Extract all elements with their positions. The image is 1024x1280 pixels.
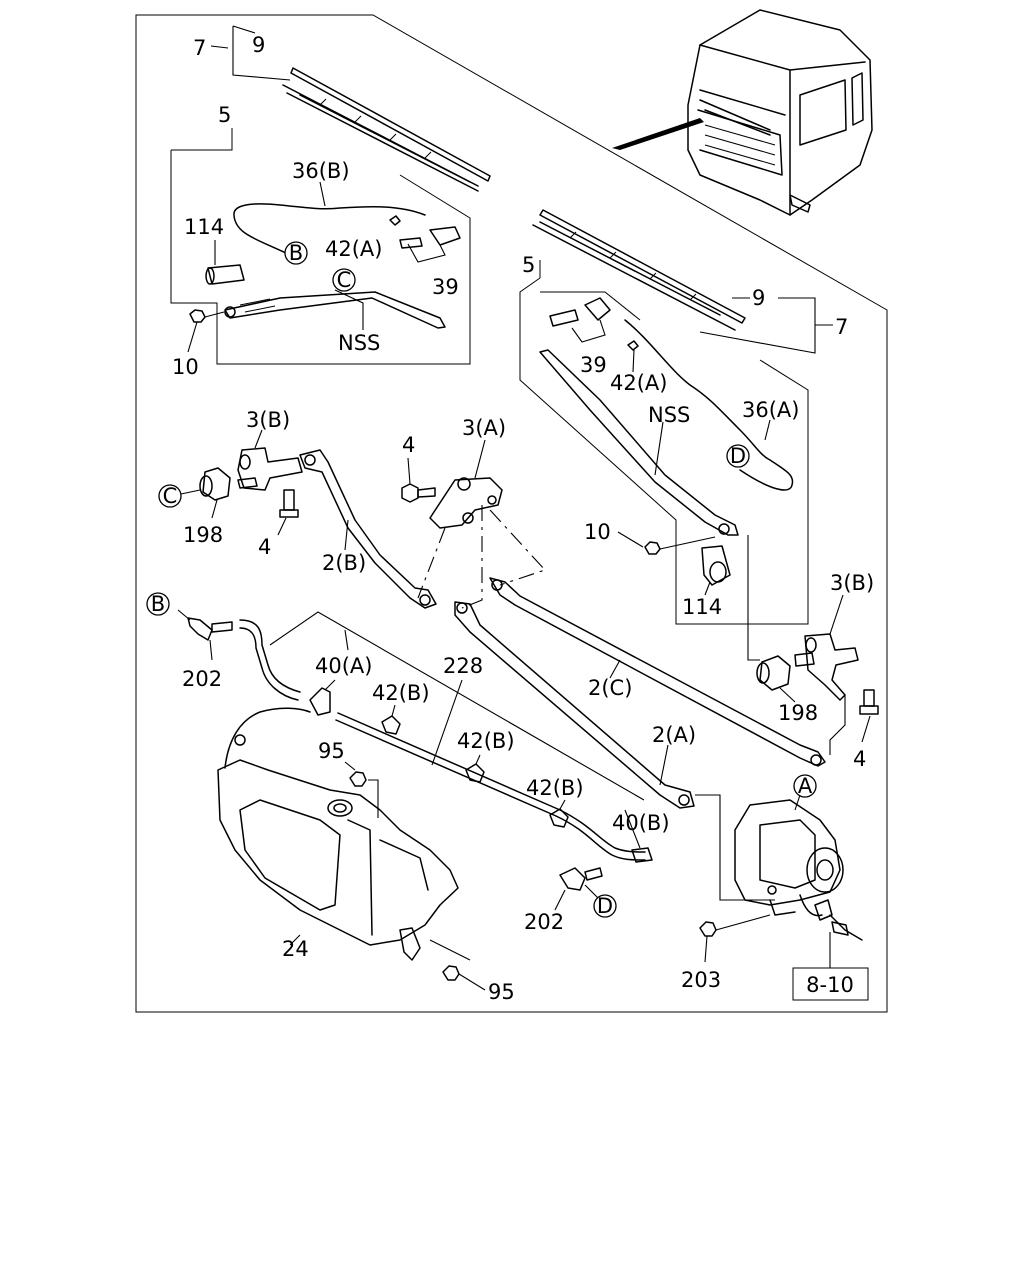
label-2a: 2(A) bbox=[652, 723, 696, 747]
wiper-arm-right bbox=[539, 349, 739, 536]
label-7-right: 7 bbox=[835, 315, 848, 339]
callout-c-lower: C bbox=[158, 484, 182, 508]
label-nss-left: NSS bbox=[338, 331, 380, 355]
washer-nozzle-right bbox=[549, 297, 611, 343]
svg-text:A: A bbox=[798, 774, 813, 798]
label-36b: 36(B) bbox=[292, 159, 350, 183]
label-42b-2: 42(B) bbox=[457, 729, 515, 753]
label-202-upper: 202 bbox=[182, 667, 222, 691]
hose-holder-a bbox=[309, 679, 336, 716]
label-203: 203 bbox=[681, 968, 721, 992]
label-3b-right: 3(B) bbox=[830, 571, 874, 595]
wiper-arm-left bbox=[224, 291, 446, 329]
label-198-right: 198 bbox=[778, 701, 818, 725]
label-10-left: 10 bbox=[172, 355, 199, 379]
label-95-upper: 95 bbox=[318, 739, 345, 763]
label-4-left: 4 bbox=[258, 535, 271, 559]
callout-c-upper: C bbox=[332, 268, 356, 292]
label-9-right: 9 bbox=[752, 286, 765, 310]
hose-joint-right bbox=[701, 545, 731, 596]
label-24: 24 bbox=[282, 937, 309, 961]
diagram-frame bbox=[135, 14, 888, 1013]
label-2c: 2(C) bbox=[588, 676, 632, 700]
label-42a-left: 42(A) bbox=[325, 237, 382, 261]
reference-page-label: 8-10 bbox=[806, 973, 854, 997]
callout-b-upper: B bbox=[284, 241, 308, 265]
label-4-top: 4 bbox=[402, 433, 415, 457]
callout-b-lower: B bbox=[146, 592, 170, 616]
label-7-left: 7 bbox=[193, 36, 206, 60]
label-2b: 2(B) bbox=[322, 551, 366, 575]
label-40a: 40(A) bbox=[315, 654, 372, 678]
wiper-motor bbox=[734, 794, 863, 941]
washer-hose-right bbox=[233, 203, 426, 256]
label-5-left: 5 bbox=[218, 103, 231, 127]
washer-hose-main bbox=[337, 712, 646, 853]
label-114-left: 114 bbox=[184, 215, 224, 239]
callout-d-upper: D bbox=[726, 444, 750, 468]
callout-d-lower: D bbox=[593, 894, 617, 918]
label-42a-right: 42(A) bbox=[610, 371, 667, 395]
label-228: 228 bbox=[443, 654, 483, 678]
svg-text:C: C bbox=[337, 268, 352, 292]
svg-text:B: B bbox=[289, 241, 303, 265]
label-42b-1: 42(B) bbox=[372, 681, 430, 705]
svg-text:B: B bbox=[151, 592, 165, 616]
washer-nozzle-left bbox=[399, 226, 461, 263]
bushing-left bbox=[199, 467, 231, 519]
label-114-right: 114 bbox=[682, 595, 722, 619]
svg-text:D: D bbox=[730, 444, 746, 468]
bolt-right bbox=[859, 689, 879, 743]
truck-cab-illustration bbox=[612, 9, 873, 216]
hose-joint-left bbox=[205, 240, 245, 285]
bolt-center bbox=[401, 457, 436, 503]
link-rod-a bbox=[454, 601, 695, 809]
bolt-left-lower bbox=[277, 489, 299, 536]
svg-text:D: D bbox=[597, 894, 613, 918]
svg-text:C: C bbox=[163, 484, 178, 508]
callout-a: A bbox=[793, 774, 817, 798]
label-3b-left: 3(B) bbox=[246, 408, 290, 432]
label-198-left: 198 bbox=[183, 523, 223, 547]
reference-box bbox=[792, 967, 869, 1001]
washer-tank bbox=[217, 707, 459, 961]
label-nss-right: NSS bbox=[648, 403, 690, 427]
wiper-blade-right bbox=[532, 209, 746, 331]
wiper-blade-left bbox=[282, 67, 491, 192]
link-rod-b bbox=[299, 449, 437, 609]
label-39-left: 39 bbox=[432, 275, 459, 299]
label-4-right: 4 bbox=[853, 747, 866, 771]
washer-hose-left bbox=[624, 319, 794, 491]
pivot-center bbox=[429, 439, 503, 529]
pivot-right bbox=[794, 594, 859, 701]
link-rod-c bbox=[489, 577, 826, 767]
label-36a: 36(A) bbox=[742, 398, 799, 422]
label-9-left: 9 bbox=[252, 33, 265, 57]
label-95-lower: 95 bbox=[488, 980, 515, 1004]
bushing-right bbox=[756, 655, 796, 703]
nut-left bbox=[187, 309, 225, 353]
label-39-right: 39 bbox=[580, 353, 607, 377]
label-40b: 40(B) bbox=[612, 811, 670, 835]
pivot-left bbox=[237, 429, 303, 491]
label-42b-3: 42(B) bbox=[526, 776, 584, 800]
label-3a: 3(A) bbox=[462, 416, 506, 440]
label-5-right: 5 bbox=[522, 253, 535, 277]
hose-connector-upper bbox=[177, 609, 233, 661]
label-10-right: 10 bbox=[584, 520, 611, 544]
label-202-lower: 202 bbox=[524, 910, 564, 934]
